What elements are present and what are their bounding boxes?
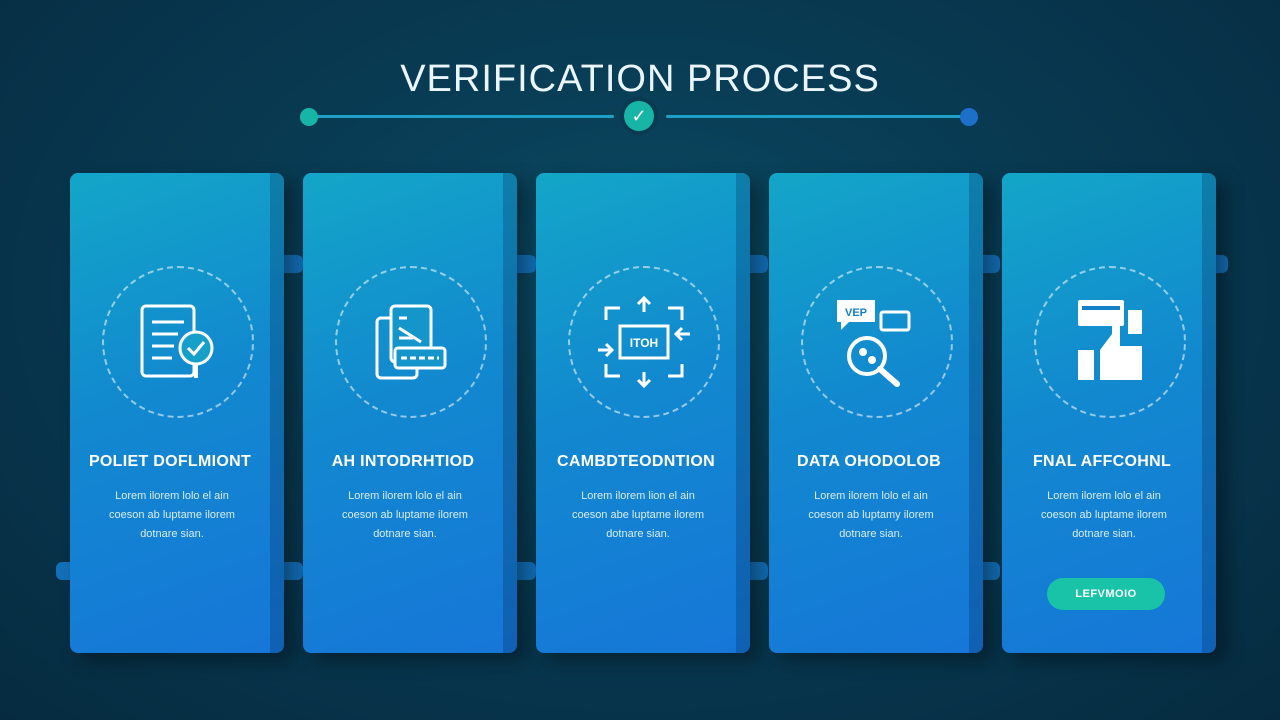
progress-start-dot [300,108,318,126]
connector-tab [980,255,1000,273]
step-card-1[interactable]: POLIET DOFLMIONT Lorem ilorem lolo el ai… [70,173,284,653]
connector-tab [283,255,303,273]
files-icon [375,304,447,380]
progress-end-dot [960,108,978,126]
progress-line-left [314,115,614,118]
progress-line-right [666,115,966,118]
progress-track: ✓ [300,100,980,132]
icon-ring: VEP [801,266,953,418]
card-title: CAMBDTEODNTION [557,453,715,470]
svg-text:VEP: VEP [845,307,867,319]
document-check-icon [140,304,214,378]
card-description: Lorem ilorem lolo el ain coeson ab lupta… [1041,490,1167,540]
final-action-button[interactable]: LEFVMOIO [1047,578,1165,610]
step-card-2[interactable]: AH INTODRHTIOD Lorem ilorem lolo el ain … [303,173,517,653]
step-card-5[interactable]: FNAL AFFCOHNL Lorem ilorem lolo el ain c… [1002,173,1216,653]
connector-tab [748,255,768,273]
card-title: FNAL AFFCOHNL [1032,453,1172,470]
card-description: Lorem ilorem lolo el ain coeson ab lupta… [808,490,934,540]
data-search-icon: VEP [837,300,911,387]
icon-ring: ITOH [568,266,720,418]
scan-frame-icon: ITOH [598,295,690,389]
connector-tab [748,562,768,580]
connector-tab [516,562,536,580]
card-description: Lorem ilorem lolo el ain coeson ab lupta… [342,490,468,540]
connector-tab [516,255,536,273]
svg-text:ITOH: ITOH [630,336,658,350]
card-title: DATA OHODOLOB [796,453,942,470]
approval-thumbs-up-icon [1078,300,1142,380]
icon-ring [335,266,487,418]
card-title: AH INTODRHTIOD [331,453,475,470]
page-title: VERIFICATION PROCESS [400,58,880,100]
card-description: Lorem ilorem lolo el ain coeson ab lupta… [109,490,235,540]
card-description: Lorem ilorem lion el ain coeson abe lupt… [571,490,705,540]
connector-tab [980,562,1000,580]
step-card-3[interactable]: ITOH CAMBDTEODNTION Lorem ilorem lion el… [536,173,750,653]
card-title: POLIET DOFLMIONT [88,453,252,470]
icon-ring [1034,266,1186,418]
connector-tab [283,562,303,580]
step-card-4[interactable]: VEP DATA OHODOLOB Lorem ilorem lolo el a… [769,173,983,653]
check-icon: ✓ [624,101,654,131]
icon-ring [102,266,254,418]
